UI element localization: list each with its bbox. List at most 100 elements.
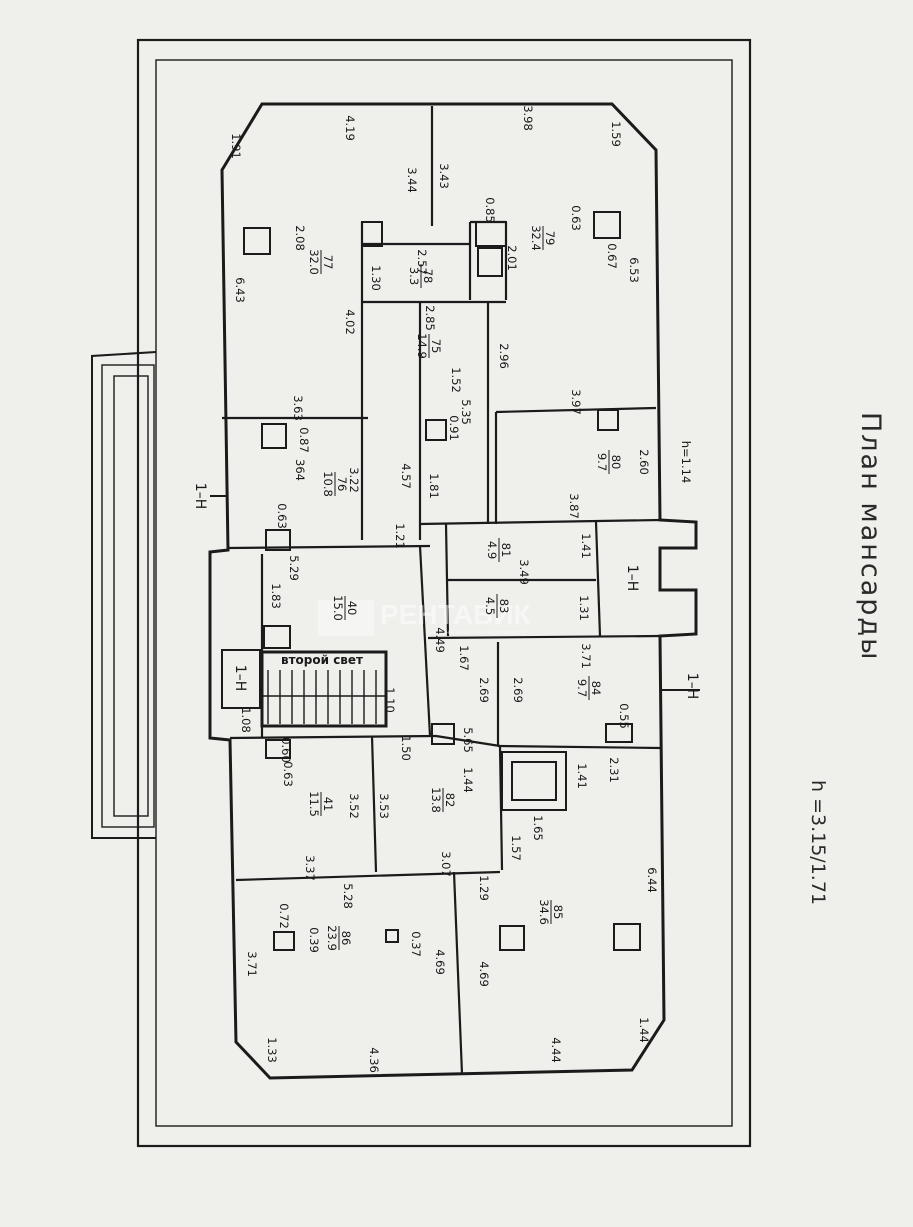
dimension-label: 2.85 [423,305,437,331]
dimension-label: 1.44 [637,1017,651,1043]
room-number: 84 [589,681,603,696]
dimension-label: 5.65 [461,727,475,753]
dimension-label: 5.28 [341,883,355,909]
dimension-label: 0.87 [297,427,311,453]
room-number: 85 [551,905,565,920]
room-area: 34.6 [537,899,551,925]
room-label: 834.5 [483,594,511,618]
room-number: 77 [321,255,335,270]
dimension-label: 2.69 [477,677,491,703]
inner-border [155,59,733,1127]
dimension-label: 1.65 [531,815,545,841]
dimension-label: 1.33 [265,1037,279,1063]
dimension-label: 3.87 [567,493,581,519]
room-number: 80 [609,455,623,470]
dimension-label: 3.49 [517,559,531,585]
dimension-label: 1.44 [461,767,475,793]
dimension-label: 2.31 [607,757,621,783]
dimension-label: 0.67 [605,243,619,269]
room-area: 9.7 [575,679,589,697]
dimension-label: 0.37 [409,931,423,957]
dimension-label: 5.29 [287,555,301,581]
room-number: 81 [499,543,513,558]
watermark-brand: РЕНТАВИК [380,599,531,630]
room-label: 814.9 [485,538,513,562]
dimension-label: 1.31 [577,595,591,621]
plan-title: План мансарды [855,412,886,661]
dimension-label: 6.43 [233,277,247,303]
dimension-label: 0.72 [277,903,291,929]
dimension-label: 1.50 [399,735,413,761]
room-area: 23.9 [325,925,339,951]
dimension-label: 1.81 [427,473,441,499]
dimension-label: 4.19 [343,115,357,141]
section-mark-center: 1–Н [624,565,640,591]
dimension-label: 4.49 [433,627,447,653]
dimension-label: 1.57 [509,835,523,861]
dimension-label: 0.55 [617,703,631,729]
dimension-label: 3.97 [569,389,583,415]
section-mark-stair: 1–Н [232,665,248,691]
equipment-blocks [243,211,641,951]
section-mark-right: 1–Н [684,673,700,699]
watermark: РЕНТАВИК интернет-агентство недвижимости [318,599,531,636]
room-area: 15.0 [331,595,345,621]
dimension-label: 2.69 [511,677,525,703]
dimension-label: 0.60 [279,737,293,763]
side-bump-inner [101,364,155,828]
room-label: 783.3 [407,264,435,288]
room-number: 82 [443,793,457,808]
room-area: 11.5 [307,791,321,817]
side-height: h=1.14 [679,441,693,484]
room-number: 40 [345,601,359,616]
dimension-label: 4.02 [343,309,357,335]
dimension-label: 3.71 [245,951,259,977]
dimension-label: 4.44 [549,1037,563,1063]
dimension-label: 3.37 [303,855,317,881]
dimension-label: 0.39 [307,927,321,953]
dimension-label: 3.52 [347,793,361,819]
room-number: 86 [339,931,353,946]
dimension-label: 3.22 [347,467,361,493]
height-note: h =3.15/1.71 [807,780,829,905]
dimension-label: 1.41 [579,533,593,559]
room-area: 4.5 [483,597,497,615]
room-area: 9.7 [595,453,609,471]
room-label: 809.7 [595,450,623,474]
room-number: 79 [543,231,557,246]
dimension-label: 3.43 [437,163,451,189]
room-label: 849.7 [575,676,603,700]
dimension-label: 1.67 [457,645,471,671]
room-area: 10.8 [321,471,335,497]
room-area: 32.4 [529,225,543,251]
room-number: 76 [335,477,349,492]
dimension-label: 3.98 [521,105,535,131]
dimension-label: 1.91 [229,133,243,159]
stair-opening [260,650,388,728]
section-box-left [221,649,261,709]
dimension-label: 1.08 [239,707,253,733]
dimension-label: 0.63 [569,205,583,231]
room-number: 75 [429,339,443,354]
room-number: 78 [421,269,435,284]
room-labels: 7732.0783.37932.47514.97610.8809.7814.98… [307,225,623,951]
dimension-label: 4.69 [433,949,447,975]
dimension-label: 6.44 [645,867,659,893]
room-number: 83 [497,599,511,614]
room-area: 14.9 [415,333,429,359]
dimension-label: 2.96 [497,343,511,369]
room-area: 4.9 [485,541,499,559]
stair-steps [262,670,386,724]
dimension-label: 1.83 [269,583,283,609]
